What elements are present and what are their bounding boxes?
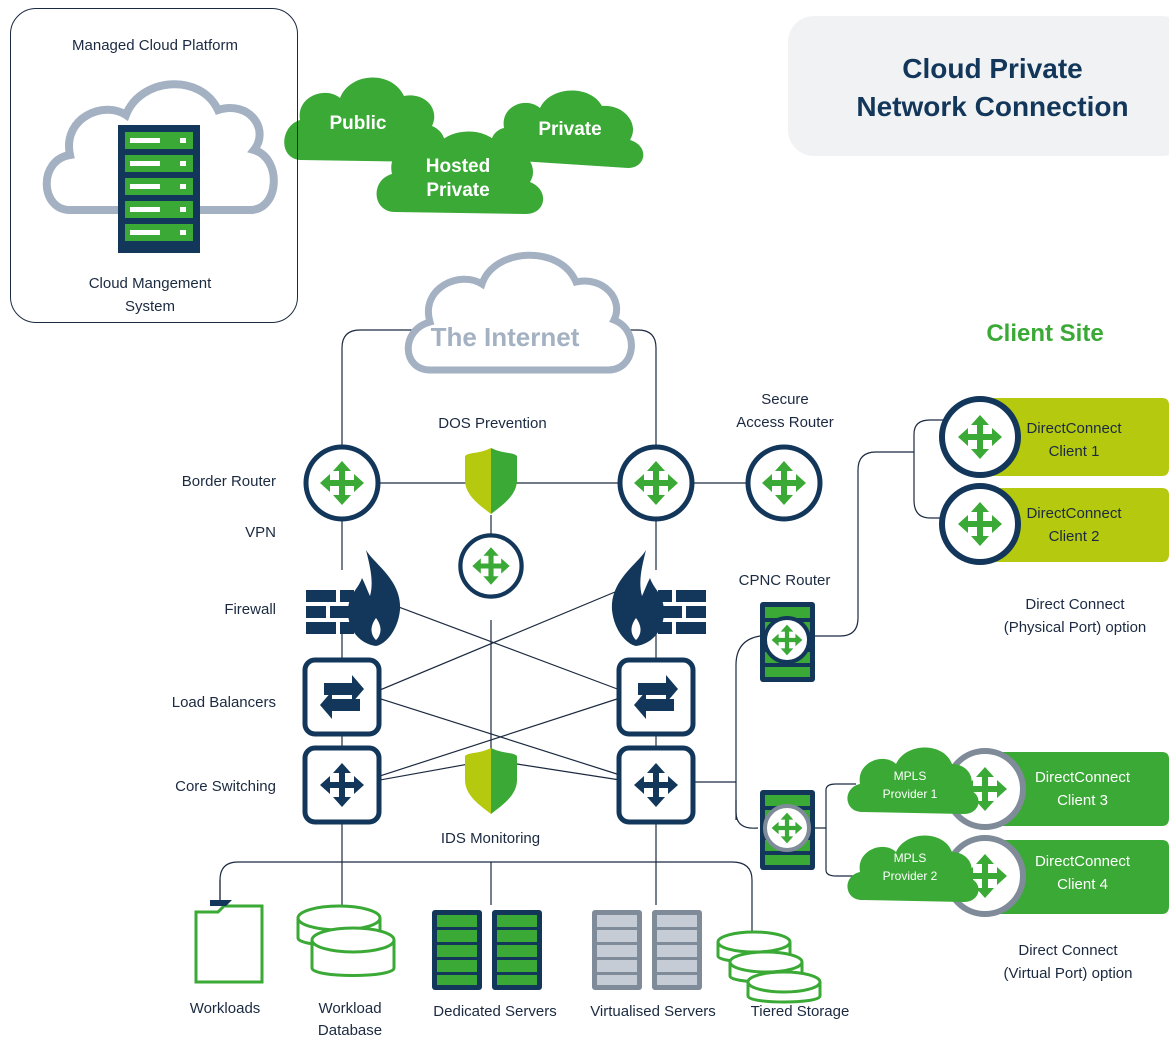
managed-platform-box xyxy=(10,8,298,323)
load-balancer-right-icon xyxy=(619,660,693,734)
tiered-storage-icon xyxy=(716,930,822,1004)
client-2-card xyxy=(939,483,1169,565)
mpls-clouds xyxy=(847,747,979,902)
load-balancers-label: Load Balancers xyxy=(171,694,276,711)
client-4-line-2: Client 4 xyxy=(1057,876,1108,893)
client-2-line-1: DirectConnect xyxy=(1026,505,1122,522)
client-1-line-1: DirectConnect xyxy=(1026,420,1122,437)
title-line-2: Network Connection xyxy=(856,91,1129,122)
public-cloud-label: Public xyxy=(329,113,387,134)
client-4-line-1: DirectConnect xyxy=(1034,853,1131,870)
workloads-icon xyxy=(194,900,264,984)
virtualised-servers-label: Virtualised Servers xyxy=(590,1003,716,1020)
physical-option-line-2: (Physical Port) option xyxy=(1003,619,1147,636)
cpnc-router-label: CPNC Router xyxy=(738,572,831,589)
private-cloud xyxy=(490,90,644,168)
core-switch-right-icon xyxy=(619,748,693,822)
hosted-private-cloud xyxy=(376,131,544,214)
mpls-2-line-2: Provider 2 xyxy=(882,869,938,883)
dos-prevention-label: DOS Prevention xyxy=(438,415,547,432)
firewall-right-icon xyxy=(611,550,706,646)
tiered-storage-label: Tiered Storage xyxy=(750,1003,850,1020)
workloads-label: Workloads xyxy=(189,1000,261,1017)
client-1-line-2: Client 1 xyxy=(1048,443,1100,460)
vpn-label: VPN xyxy=(245,524,276,541)
platform-title: Managed Cloud Platform xyxy=(72,37,238,54)
dedicated-server-1-icon xyxy=(432,910,482,990)
core-switch-left-icon xyxy=(305,748,379,822)
core-switching-label: Core Switching xyxy=(175,778,276,795)
workload-db-label-1: Workload xyxy=(318,1000,382,1017)
mpls-1-line-1: MPLS xyxy=(893,769,927,783)
page-title: Cloud Private Network Connection xyxy=(820,50,1165,126)
title-panel xyxy=(788,16,1169,156)
border-router-right-icon xyxy=(620,447,692,519)
virtual-server-1-icon xyxy=(592,910,642,990)
title-line-1: Cloud Private xyxy=(902,53,1083,84)
firewall-label: Firewall xyxy=(224,601,276,618)
hosted-label-1: Hosted xyxy=(425,156,491,177)
client-3-line-1: DirectConnect xyxy=(1034,769,1131,786)
dos-shield-icon xyxy=(465,448,517,514)
cpnc-router-icon xyxy=(760,602,815,682)
border-router-left-icon xyxy=(306,447,378,519)
firewall-left-icon xyxy=(306,550,401,646)
cms-label-2: System xyxy=(124,298,175,315)
client-3-line-2: Client 3 xyxy=(1057,792,1108,809)
ids-monitoring-label: IDS Monitoring xyxy=(440,830,541,847)
client-2-line-2: Client 2 xyxy=(1048,528,1100,545)
workload-db-label-2: Database xyxy=(317,1022,383,1039)
private-cloud-label: Private xyxy=(538,119,602,140)
load-balancer-left-icon xyxy=(305,660,379,734)
mpls-1-line-2: Provider 1 xyxy=(882,787,938,801)
workload-database-icon xyxy=(296,904,396,977)
virtual-option-line-2: (Virtual Port) option xyxy=(1003,965,1133,982)
managed-cloud-icon xyxy=(42,80,278,253)
internet-label: The Internet xyxy=(430,322,580,352)
dedicated-server-2-icon xyxy=(492,910,542,990)
client-3-card xyxy=(944,748,1169,830)
internet-cloud xyxy=(404,251,635,374)
secure-access-router-icon xyxy=(748,447,820,519)
cloud-types xyxy=(284,77,644,214)
hosted-label-2: Private xyxy=(426,180,490,201)
cms-label-1: Cloud Mangement xyxy=(88,275,212,292)
mpls-2-line-1: MPLS xyxy=(893,851,927,865)
physical-option-line-1: Direct Connect xyxy=(1025,596,1125,613)
virtual-option-line-1: Direct Connect xyxy=(1018,942,1118,959)
virtual-server-2-icon xyxy=(652,910,702,990)
dedicated-servers-label: Dedicated Servers xyxy=(433,1003,557,1020)
mpls-router-icon xyxy=(760,790,815,870)
client-1-card xyxy=(939,396,1169,478)
ids-shield-icon xyxy=(465,748,517,814)
public-cloud xyxy=(284,77,446,162)
client-site-heading: Client Site xyxy=(986,320,1104,347)
border-router-label: Border Router xyxy=(181,473,276,490)
secure-access-label-1: Secure xyxy=(761,391,809,408)
vpn-router-icon xyxy=(460,535,521,596)
secure-access-label-2: Access Router xyxy=(736,414,834,431)
